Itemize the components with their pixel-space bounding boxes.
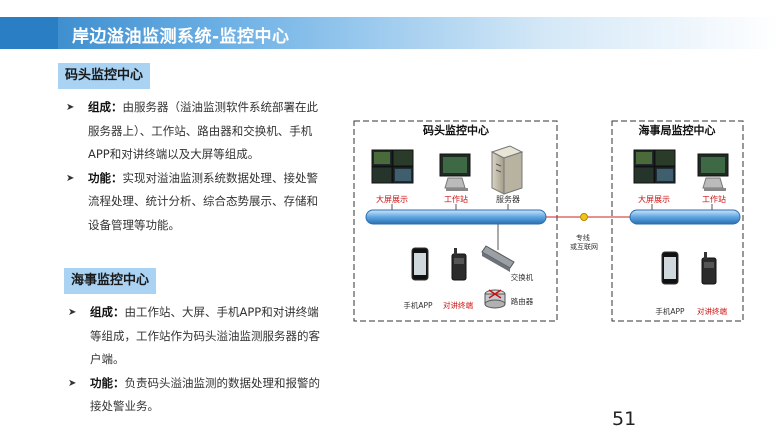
- bullet-text: 实现对溢油监测系统数据处理、接处警流程处理、统计分析、综合态势展示、存储和设备管…: [88, 170, 318, 232]
- workstation-left-icon: [439, 153, 471, 191]
- intercom-left-icon: [451, 248, 467, 281]
- header-bar: [0, 17, 780, 49]
- terminal-center-box: [353, 120, 558, 322]
- phone-app-right-label: 手机APP: [655, 306, 685, 316]
- page-title: 岸边溢油监测系统-监控中心: [72, 27, 290, 47]
- bullet-arrow-icon: ➤: [68, 377, 77, 389]
- big-screen-right-label: 大屏展示: [638, 194, 670, 204]
- maritime-center-box: [611, 120, 744, 322]
- router-icon: [484, 289, 506, 309]
- big-screen-left-icon: [371, 149, 414, 184]
- page-number: 51: [612, 408, 637, 430]
- bullet-arrow-icon: ➤: [66, 172, 75, 184]
- bullet-text: 由工作站、大屏、手机APP和对讲终端等组成，工作站作为码头溢油监测服务器的客户端…: [90, 305, 320, 366]
- bullet-key: 组成：: [88, 100, 123, 114]
- workstation-left-label: 工作站: [444, 194, 468, 204]
- bullet-key: 组成：: [90, 305, 125, 319]
- bullet-key: 功能：: [88, 170, 123, 185]
- workstation-right-label: 工作站: [702, 194, 726, 204]
- bullet-text: 由服务器（溢油监测软件系统部署在此服务器上）、工作站、路由器和交换机、手机APP…: [88, 100, 318, 161]
- network-bus-right: [629, 209, 741, 225]
- phone-app-left-label: 手机APP: [403, 300, 433, 310]
- big-screen-right-icon: [633, 149, 676, 184]
- bullet-arrow-icon: ➤: [68, 307, 77, 318]
- terminal-center-bullets: ➤ 组成：由服务器（溢油监测软件系统部署在此服务器上）、工作站、路由器和交换机、…: [64, 96, 322, 237]
- bullet-composition: ➤ 组成：由服务器（溢油监测软件系统部署在此服务器上）、工作站、路由器和交换机、…: [64, 96, 322, 167]
- server-icon: [490, 145, 524, 195]
- link-node-icon: [580, 213, 588, 221]
- link-label: 专线 或互联网: [570, 233, 598, 251]
- switch-icon: [481, 224, 515, 272]
- phone-app-left-icon: [411, 247, 429, 281]
- big-screen-left-label: 大屏展示: [376, 194, 408, 204]
- workstation-right-icon: [697, 153, 729, 191]
- server-label: 服务器: [496, 194, 520, 204]
- header-accent: [0, 17, 58, 49]
- bullet-arrow-icon: ➤: [66, 102, 75, 113]
- maritime-center-bullets: ➤ 组成：由工作站、大屏、手机APP和对讲终端等组成，工作站作为码头溢油监测服务…: [66, 301, 324, 419]
- intercom-right-icon: [701, 252, 717, 285]
- bullet-function: ➤ 功能：负责码头溢油监测的数据处理和报警的接处警业务。: [66, 372, 324, 419]
- bullet-text: 负责码头溢油监测的数据处理和报警的接处警业务。: [90, 375, 320, 414]
- bullet-key: 功能：: [90, 375, 125, 390]
- network-bus-left: [365, 209, 547, 225]
- router-label: 路由器: [511, 296, 534, 306]
- intercom-right-label: 对讲终端: [697, 306, 727, 316]
- section-label-terminal-center: 码头监控中心: [58, 63, 151, 89]
- network-diagram: 码头监控中心 海事局监控中心 大屏展示 工作站 服务器 专线 或互联: [353, 120, 744, 322]
- section-label-maritime-center: 海事监控中心: [64, 268, 157, 294]
- bullet-composition: ➤ 组成：由工作站、大屏、手机APP和对讲终端等组成，工作站作为码头溢油监测服务…: [66, 301, 324, 372]
- switch-label: 交换机: [511, 272, 534, 282]
- maritime-center-diagram-title: 海事局监控中心: [639, 123, 716, 137]
- bullet-function: ➤ 功能：实现对溢油监测系统数据处理、接处警流程处理、统计分析、综合态势展示、存…: [64, 167, 322, 238]
- intercom-left-label: 对讲终端: [443, 300, 473, 310]
- phone-app-right-icon: [661, 251, 679, 285]
- terminal-center-diagram-title: 码头监控中心: [423, 123, 489, 137]
